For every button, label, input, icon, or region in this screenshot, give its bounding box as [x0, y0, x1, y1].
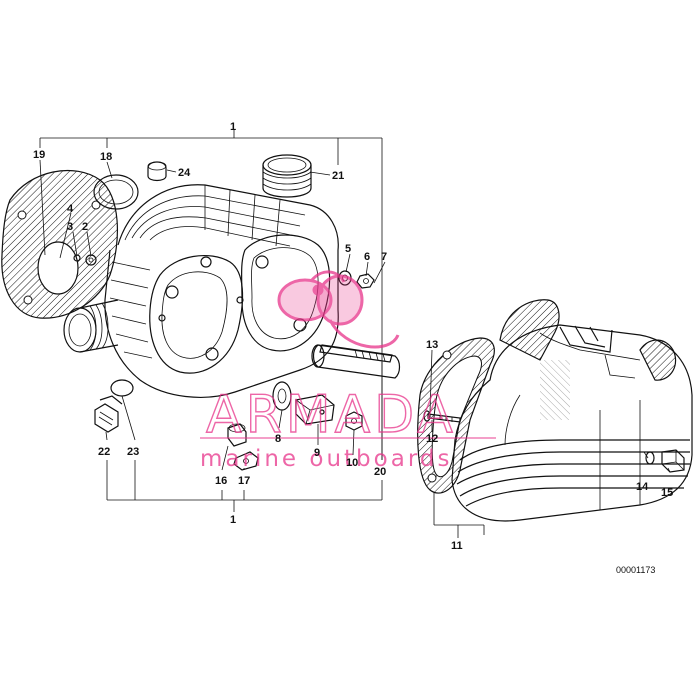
callout-4: 4 — [67, 203, 74, 215]
callout-8: 8 — [275, 433, 281, 445]
stud-bolt — [311, 344, 401, 379]
callout-19: 19 — [33, 149, 45, 161]
callout-22: 22 — [98, 446, 110, 458]
callout-2: 2 — [82, 221, 88, 233]
callout-23: 23 — [127, 446, 139, 458]
cover-gasket — [417, 337, 495, 494]
callout-7: 7 — [381, 251, 387, 263]
callout-11: 11 — [451, 540, 463, 552]
callout-10: 10 — [346, 457, 358, 469]
callout-13: 13 — [426, 339, 438, 351]
callout-labels: 1 19 18 24 21 4 3 2 5 6 7 13 12 8 9 10 2… — [33, 121, 673, 575]
callout-20: 20 — [374, 466, 386, 478]
callout-21: 21 — [332, 170, 344, 182]
valve-cover — [451, 299, 693, 522]
callout-14: 14 — [636, 481, 649, 493]
threaded-ring — [262, 154, 312, 198]
callout-24: 24 — [178, 167, 191, 179]
callout-6: 6 — [364, 251, 370, 263]
cylinder-head — [104, 184, 339, 398]
callout-15: 15 — [661, 487, 673, 499]
callout-3: 3 — [67, 221, 73, 233]
hose-fitting — [94, 379, 134, 433]
o-ring — [93, 174, 139, 210]
head-gasket — [1, 169, 118, 319]
cover-fasteners — [423, 410, 685, 473]
callout-12: 12 — [426, 433, 438, 445]
callout-9: 9 — [314, 447, 320, 459]
watermark-logo-icon — [277, 270, 400, 349]
exhaust-sleeve — [63, 299, 119, 353]
leader-lines — [39, 159, 671, 473]
callout-1-top: 1 — [230, 121, 236, 133]
assembly-bracket-bottom — [106, 460, 383, 512]
callout-18: 18 — [100, 151, 112, 163]
callout-16: 16 — [215, 475, 227, 487]
watermark-tagline: marine outboards — [200, 446, 452, 472]
watermark-brand: ARMADA — [206, 385, 457, 445]
watermark: ARMADA marine outboards — [200, 270, 496, 472]
sealing-cap — [147, 161, 167, 182]
callout-1-bottom: 1 — [230, 514, 236, 526]
callout-17: 17 — [238, 475, 250, 487]
drawing-code: 00001173 — [616, 565, 655, 575]
callout-5: 5 — [345, 243, 351, 255]
